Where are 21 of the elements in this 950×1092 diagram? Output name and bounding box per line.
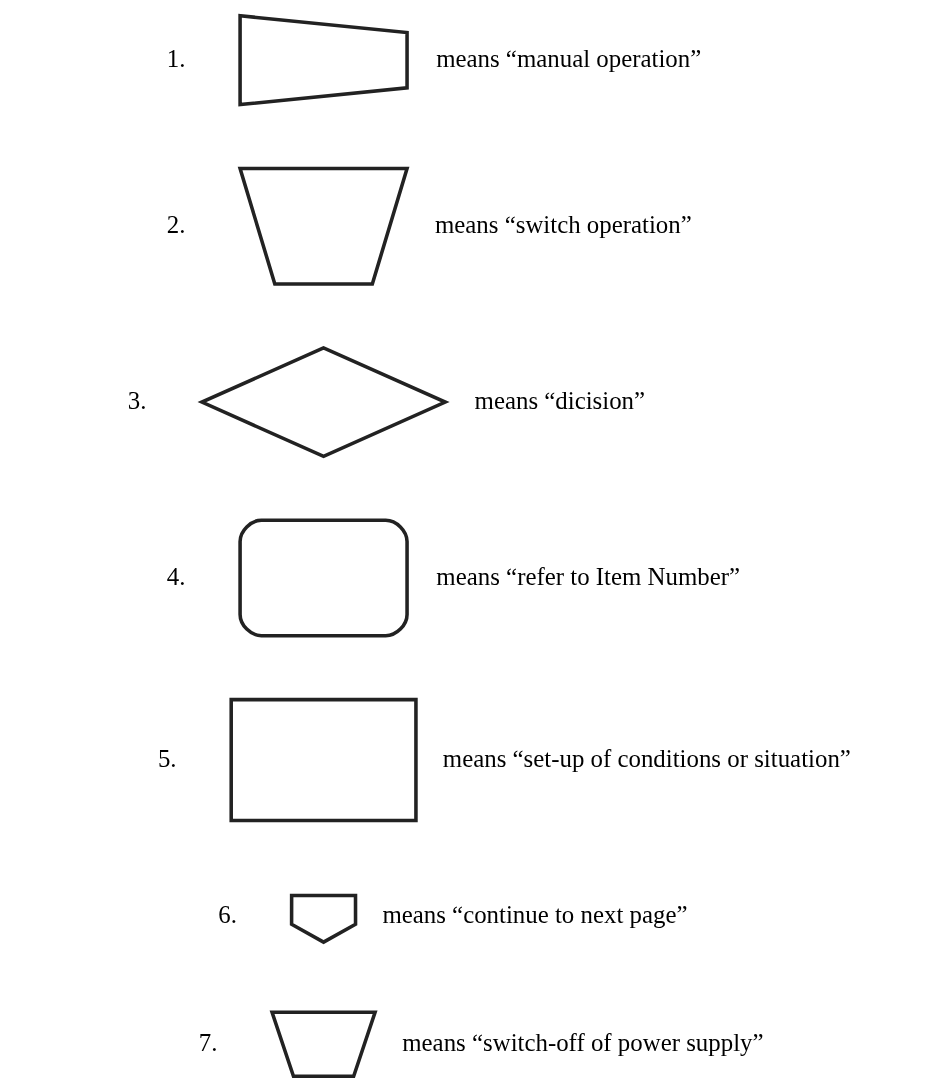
node-diamond bbox=[197, 346, 450, 459]
node-label: means “continue to next page” bbox=[382, 900, 688, 928]
node-label: means “switch operation” bbox=[434, 210, 692, 238]
node-label: 6. bbox=[218, 900, 237, 928]
node-trapezoid bbox=[237, 166, 410, 286]
node-quadrilateral bbox=[238, 13, 409, 107]
node-document bbox=[238, 518, 409, 638]
node-label: means “refer to Item Number” bbox=[436, 562, 741, 590]
node-label: means “dicision” bbox=[474, 386, 646, 414]
node-label: 7. bbox=[198, 1028, 218, 1056]
node-label: 2. bbox=[166, 210, 186, 238]
node-label: 4. bbox=[166, 562, 186, 590]
node-pentagon bbox=[289, 893, 358, 945]
node-label: means “switch-off of power supply” bbox=[402, 1028, 764, 1056]
node-label: 5. bbox=[157, 744, 177, 772]
node-label: means “manual operation” bbox=[436, 44, 702, 72]
node-box bbox=[229, 697, 418, 823]
node-label: 1. bbox=[166, 44, 186, 72]
node-trapezoid bbox=[269, 1010, 378, 1078]
node-label: 3. bbox=[127, 386, 147, 414]
node-label: means “set-up of conditions or situation” bbox=[442, 744, 851, 772]
